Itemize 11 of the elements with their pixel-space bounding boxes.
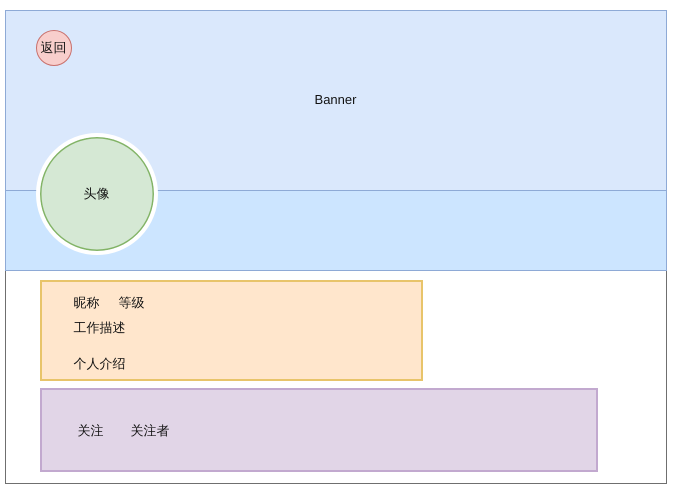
job-description-label: 工作描述 — [74, 320, 126, 336]
followers-label: 关注者 — [130, 422, 170, 438]
following-label: 关注 — [78, 422, 104, 438]
bio-label: 个人介绍 — [74, 356, 126, 372]
stats-panel — [40, 388, 598, 472]
screen-frame — [5, 10, 667, 484]
nickname-label: 昵称 — [74, 294, 100, 310]
profile-info-panel — [40, 280, 422, 380]
banner-label: Banner — [314, 92, 356, 108]
level-label: 等级 — [118, 294, 144, 310]
back-button: 返回 — [36, 30, 72, 66]
